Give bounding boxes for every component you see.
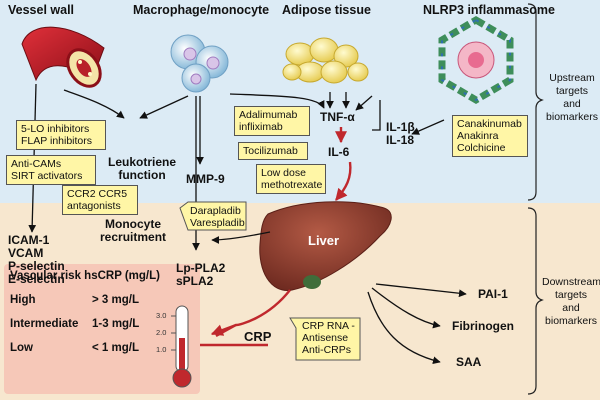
- liver-to-fibrinogen-arrow: [371, 287, 441, 329]
- risk-value-intermediate: 1-3 mg/L: [92, 318, 140, 330]
- il1-bracket: [372, 100, 381, 131]
- liver-to-saa-arrow: [367, 291, 441, 365]
- label-saa: SAA: [456, 355, 482, 369]
- liver-to-crp-arrow: [210, 323, 237, 336]
- adipose-to-tnf-arrow-3: [355, 95, 373, 111]
- risk-level-intermediate: Intermediate: [10, 318, 79, 330]
- macrophage-to-tnf-arrow: [229, 93, 325, 109]
- header-macrophage: Macrophage/monocyte: [133, 3, 270, 17]
- box-tocilizumab: Tocilizumab: [238, 142, 308, 160]
- label-crp: CRP: [244, 329, 272, 344]
- macrophage-illustration: [170, 34, 229, 93]
- il6-to-liver-arrow: [335, 161, 352, 201]
- downstream-bracket: [527, 207, 544, 395]
- thermometer-tick-2: 2.0: [156, 328, 167, 337]
- vessel-wall-illustration: [21, 26, 105, 88]
- darapladib-pointer: [211, 231, 271, 244]
- label-tnf-alpha: TNF-α: [320, 110, 355, 124]
- thermometer-illustration: [171, 305, 192, 388]
- darapladib-box-shape: [179, 201, 247, 231]
- header-vessel-wall: Vessel wall: [8, 3, 75, 17]
- risk-level-high: High: [10, 294, 36, 306]
- nlrp3-to-il1-arrow: [411, 119, 445, 135]
- label-il6: IL-6: [328, 145, 350, 159]
- upstream-bracket: [527, 3, 544, 201]
- header-adipose: Adipose tissue: [282, 3, 371, 17]
- label-pai1: PAI-1: [478, 287, 508, 301]
- risk-value-high: > 3 mg/L: [92, 294, 139, 306]
- liver-to-crp-line: [215, 289, 291, 338]
- nlrp3-illustration: [438, 15, 514, 105]
- vessel-to-leukotriene-arrow: [63, 89, 125, 119]
- label-mmp9: MMP-9: [186, 172, 225, 186]
- thermometer-tick-3: 3.0: [156, 311, 167, 320]
- macrophage-to-leukotriene-arrow: [139, 95, 189, 119]
- label-liver: Liver: [308, 233, 340, 248]
- adipose-illustration: [282, 37, 369, 84]
- liver-to-pai1-arrow: [375, 283, 467, 298]
- thermometer-tick-1: 1.0: [156, 345, 167, 354]
- risk-panel: [4, 264, 200, 394]
- label-fibrinogen: Fibrinogen: [452, 319, 514, 333]
- risk-level-low: Low: [10, 342, 33, 354]
- crp-rna-box-shape: [289, 317, 361, 361]
- risk-table-header: Vascular risk hsCRP (mg/L): [10, 270, 160, 282]
- header-nlrp3: NLRP3 inflammasome: [423, 3, 555, 17]
- liver-illustration: [259, 201, 392, 291]
- risk-value-low: < 1 mg/L: [92, 342, 139, 354]
